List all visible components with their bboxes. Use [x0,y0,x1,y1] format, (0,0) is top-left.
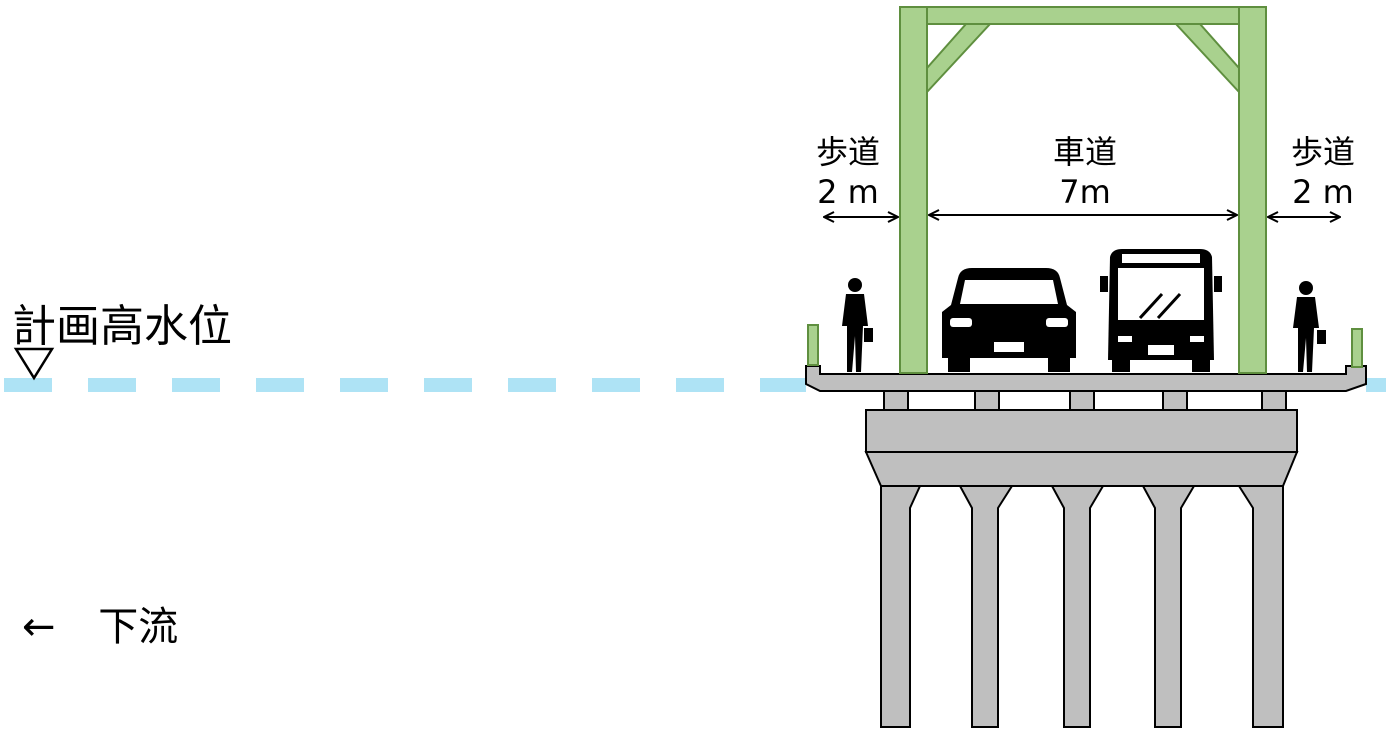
left-railing [807,324,819,366]
bridge-piers [880,485,1284,728]
right-sidewalk-width: 2 m [1292,173,1354,211]
pier [958,485,1014,728]
left-sidewalk-label: 歩道 2 m [808,132,888,212]
downstream-label: 下流 [98,604,179,650]
pier [1050,485,1105,728]
planned-high-water-level-label: 計画高水位 [12,301,232,352]
girders [883,389,1287,411]
downstream-indicator: ← 下流 [22,594,178,652]
pier [880,485,922,728]
pedestrian-right-icon [1293,281,1326,372]
water-level-triangle-icon [13,347,55,381]
left-sidewalk-name: 歩道 [815,133,880,171]
left-arrow-icon: ← [22,604,56,650]
pedestrian-left-icon [842,278,873,372]
bus-front-icon [1100,249,1222,372]
pier [1141,485,1196,728]
roadway-name: 車道 [1052,133,1117,171]
roadway-width: 7m [1059,173,1111,211]
right-sidewalk-name: 歩道 [1290,133,1355,171]
pier-cap [864,409,1299,487]
bridge-deck [805,365,1367,392]
truss-frame [899,6,1267,374]
left-sidewalk-width: 2 m [817,173,879,211]
right-railing [1351,328,1363,368]
roadway-label: 車道 7m [1030,132,1140,212]
pier [1237,485,1284,728]
car-front-icon [942,268,1076,372]
right-sidewalk-label: 歩道 2 m [1283,132,1363,212]
